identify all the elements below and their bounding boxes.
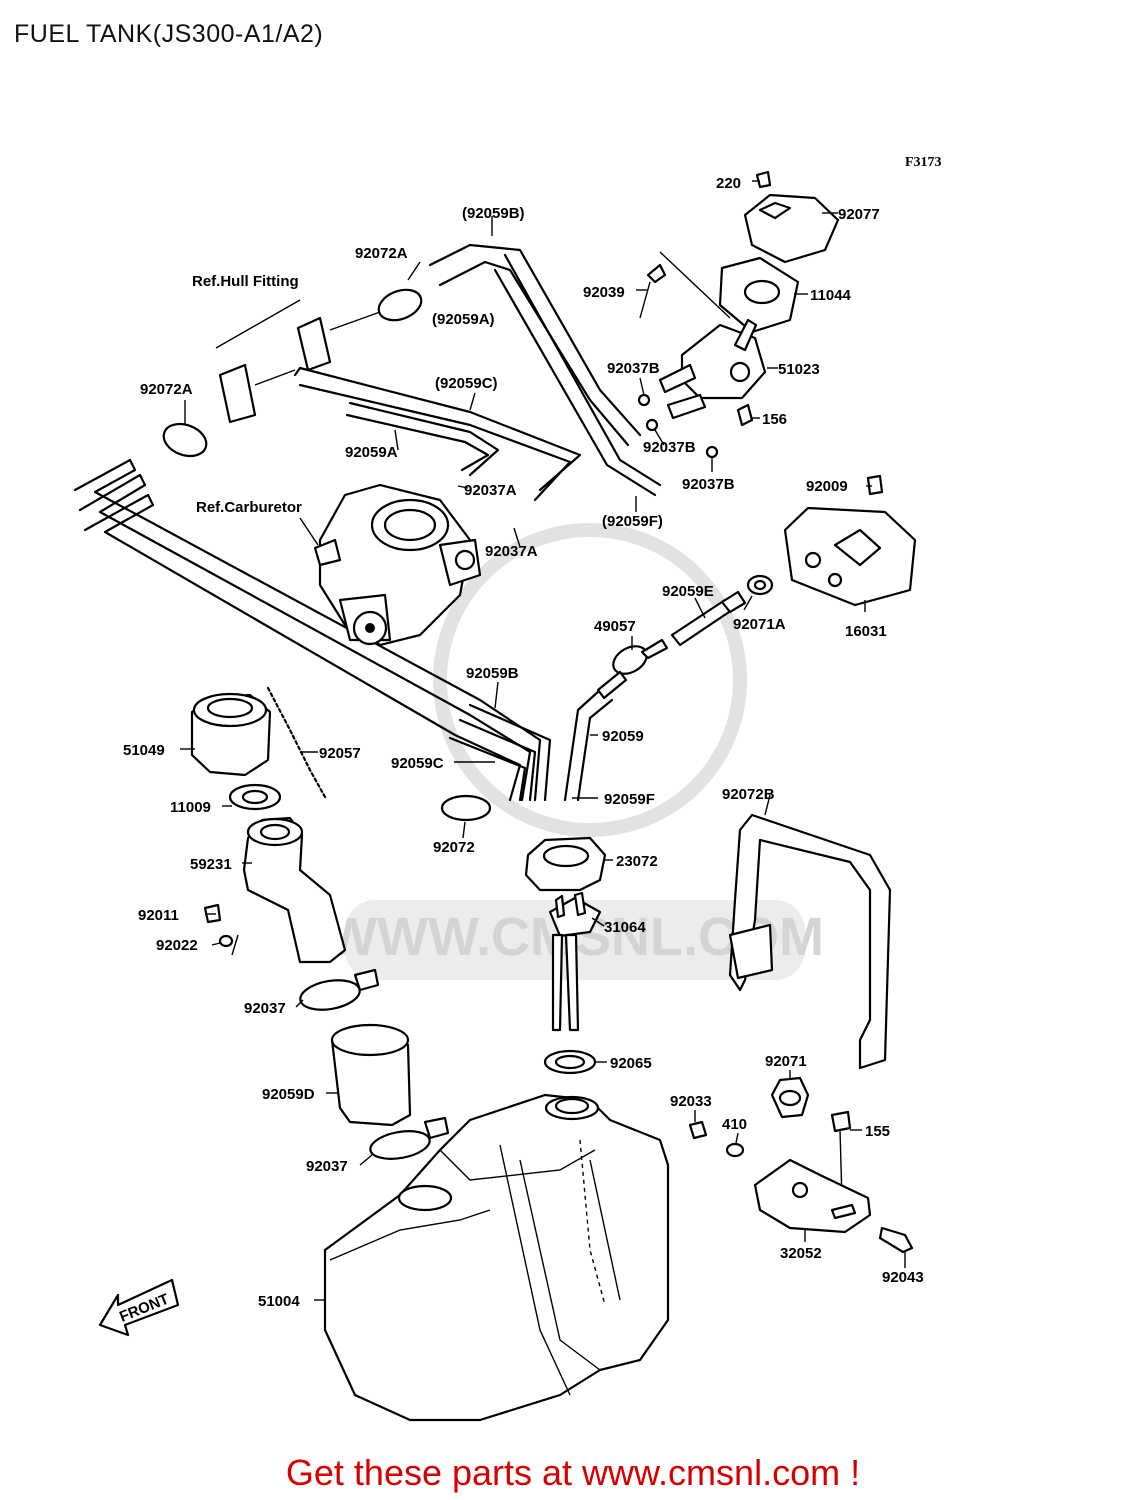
rivet-92039 — [639, 251, 731, 319]
figure-code: F3173 — [905, 155, 942, 170]
label-11044: 11044 — [810, 287, 852, 304]
cap-51049 — [190, 692, 272, 777]
label-92072A-left: 92072A — [140, 381, 193, 398]
flange-11044 — [718, 256, 800, 334]
grommet-92071 — [770, 1076, 810, 1119]
label-92059C-paren: (92059C) — [435, 375, 498, 392]
clips-92037B — [637, 393, 719, 459]
label-51049: 51049 — [123, 742, 165, 759]
label-92059C: 92059C — [391, 755, 444, 772]
pad-16031 — [783, 506, 917, 607]
label-92037B-2: 92037B — [643, 439, 696, 456]
label-92037A-1: 92037A — [464, 482, 517, 499]
label-92059: 92059 — [602, 728, 644, 745]
gauge-31064 — [548, 891, 602, 1032]
hose-92059D — [330, 1023, 412, 1127]
label-92059F-paren: (92059F) — [602, 513, 663, 530]
label-23072: 23072 — [616, 853, 658, 870]
front-arrow: FRONT — [98, 1278, 180, 1337]
label-92057: 92057 — [319, 745, 361, 762]
pin-92043 — [878, 1226, 914, 1254]
label-92072A-top: 92072A — [355, 245, 408, 262]
filter-49057 — [596, 638, 669, 700]
screw-156 — [736, 403, 754, 427]
label-92065: 92065 — [610, 1055, 652, 1072]
label-156: 156 — [762, 411, 787, 428]
hull-fitting-reference — [215, 299, 332, 424]
hose-92059F-long — [493, 253, 662, 497]
label-92071A: 92071A — [733, 616, 786, 633]
washer-92022 — [218, 934, 239, 956]
label-32052: 32052 — [780, 1245, 822, 1262]
label-31064: 31064 — [604, 919, 646, 936]
gasket-11009 — [228, 783, 282, 811]
label-ref-hull-fitting: Ref.Hull Fitting — [192, 273, 299, 290]
clamp-92072A-top — [329, 288, 423, 331]
label-51004: 51004 — [258, 1293, 300, 1310]
hose-92059B-long — [428, 243, 642, 447]
hose-clamp-92037-lower — [369, 1116, 450, 1160]
screw-220 — [755, 170, 772, 189]
label-155: 155 — [865, 1123, 890, 1140]
promo-link-text[interactable]: Get these parts at www.cmsnl.com ! — [285, 1452, 861, 1493]
label-92059A-paren: (92059A) — [432, 311, 495, 328]
clamp-92072A-left — [162, 422, 208, 458]
label-92072B: 92072B — [722, 786, 775, 803]
hose-92059C-long — [293, 366, 582, 502]
label-16031: 16031 — [845, 623, 887, 640]
hose-92059-vertical — [563, 688, 614, 802]
label-92037B-3: 92037B — [682, 476, 735, 493]
label-92043: 92043 — [882, 1269, 924, 1286]
label-92059B-top: (92059B) — [462, 205, 525, 222]
clamp-92072 — [440, 794, 492, 822]
label-92037-1: 92037 — [244, 1000, 286, 1017]
label-ref-carburetor: Ref.Carburetor — [196, 499, 302, 516]
label-92037A-2: 92037A — [485, 543, 538, 560]
label-92072: 92072 — [433, 839, 475, 856]
label-92039: 92039 — [583, 284, 625, 301]
label-92037-2: 92037 — [306, 1158, 348, 1175]
nut-92033 — [688, 1120, 708, 1140]
label-220: 220 — [716, 175, 741, 192]
grommet-92071A — [746, 574, 774, 596]
hose-bundle-long — [73, 458, 552, 802]
page-title: FUEL TANK(JS300-A1/A2) — [14, 20, 324, 48]
leader-lines — [180, 180, 906, 1301]
label-51023: 51023 — [778, 361, 820, 378]
label-92059D: 92059D — [262, 1086, 315, 1103]
label-92022: 92022 — [156, 937, 198, 954]
label-11009: 11009 — [170, 799, 211, 816]
fuel-tank-51004 — [323, 1093, 670, 1422]
cap-92077 — [743, 193, 840, 264]
hose-92059A-short — [345, 401, 500, 477]
strap-92072B — [728, 813, 892, 1070]
hose-clamp-92037-upper — [299, 968, 380, 1011]
label-92033: 92033 — [670, 1093, 712, 1110]
filler-neck-59231 — [242, 816, 347, 964]
label-410: 410 — [722, 1116, 747, 1133]
label-92059E: 92059E — [662, 583, 714, 600]
nut-23072 — [524, 836, 607, 892]
label-49057: 49057 — [594, 618, 636, 635]
label-92009: 92009 — [806, 478, 848, 495]
fuel-tap-51023 — [658, 318, 767, 420]
label-92071: 92071 — [765, 1053, 807, 1070]
carburetor-reference — [313, 483, 482, 647]
bracket-32052 — [753, 1158, 872, 1234]
hose-92059E — [670, 590, 747, 647]
washer-410 — [725, 1142, 745, 1158]
label-92059A: 92059A — [345, 444, 398, 461]
bolt-92009 — [866, 474, 884, 496]
label-59231: 59231 — [190, 856, 232, 873]
chain-92057 — [266, 686, 327, 799]
label-92059F: 92059F — [604, 791, 655, 808]
label-92077: 92077 — [838, 206, 880, 223]
label-92059B: 92059B — [466, 665, 519, 682]
gasket-92065 — [543, 1049, 597, 1075]
label-92011: 92011 — [138, 907, 179, 924]
label-92037B-1: 92037B — [607, 360, 660, 377]
